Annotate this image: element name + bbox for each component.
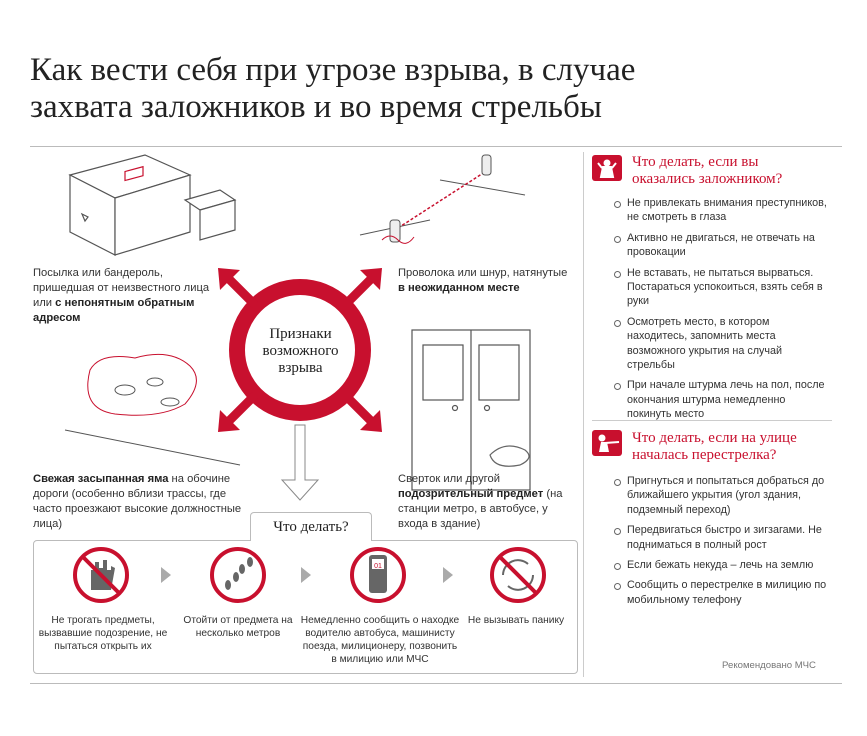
list-item: Не привлекать внимания преступников, не … xyxy=(612,196,830,225)
sign-package-plain-1: Сверток или другой xyxy=(398,473,500,485)
sign-wire-bold: в неожиданном месте xyxy=(398,282,520,294)
pit-illustration xyxy=(64,353,241,466)
list-item: Пригнуться и попытаться добраться до бли… xyxy=(612,474,830,517)
top-divider xyxy=(30,146,842,147)
hostage-heading-line-2: оказались заложником? xyxy=(632,171,783,187)
credit: Рекомендовано МЧС xyxy=(722,660,816,671)
list-item: Осмотреть место, в котором находитесь, з… xyxy=(612,315,830,373)
signs-illustration xyxy=(64,154,531,501)
no-panic-icon xyxy=(490,547,546,603)
sign-parcel-text: Посылка или бандероль, пришедшая от неиз… xyxy=(33,266,213,326)
wire-illustration xyxy=(359,154,526,244)
vertical-divider xyxy=(583,152,584,677)
no-touch-icon xyxy=(73,547,129,603)
todo-heading: Что делать? xyxy=(250,512,372,541)
step-arrow-icon xyxy=(443,567,453,583)
door-illustration xyxy=(411,329,531,491)
center-label: Признаки возможного взрыва xyxy=(248,326,353,377)
page-title: Как вести себя при угрозе взрыва, в случ… xyxy=(30,52,850,126)
todo-step-3: Немедленно сообщить о находке водителю а… xyxy=(300,615,460,665)
step-arrow-icon xyxy=(161,567,171,583)
phone-icon xyxy=(350,547,406,603)
shooter-icon xyxy=(592,430,622,456)
footsteps-icon xyxy=(210,547,266,603)
list-item: Передвигаться быстро и зигзагами. Не под… xyxy=(612,523,830,552)
list-item: Активно не двигаться, не отвечать на про… xyxy=(612,231,830,260)
todo-step-1: Не трогать предметы, вызвавшие подозрени… xyxy=(38,615,168,652)
bottom-divider xyxy=(30,683,842,684)
center-label-line-3: взрыва xyxy=(278,360,323,376)
center-label-line-2: возможного xyxy=(262,343,339,359)
sign-package-bold: подозрительный предмет xyxy=(398,488,544,500)
sign-wire-plain: Проволока или шнур, натянутые xyxy=(398,267,568,279)
sign-pit-text: Свежая засыпанная яма на обочине дороги … xyxy=(33,472,248,532)
list-item: Не вставать, не пытаться вырваться. Пост… xyxy=(612,266,830,309)
down-arrow-icon xyxy=(280,424,320,501)
shootout-list: Пригнуться и попытаться добраться до бли… xyxy=(612,474,830,613)
todo-step-4: Не вызывать панику xyxy=(467,615,565,626)
shootout-heading-line-1: Что делать, если на улице xyxy=(632,430,797,446)
sign-package-text: Сверток или другой подозрительный предме… xyxy=(398,472,573,532)
list-item: При начале штурма лечь на пол, после око… xyxy=(612,378,830,421)
hostage-heading-line-1: Что делать, если вы xyxy=(632,154,759,170)
hostage-list: Не привлекать внимания преступников, не … xyxy=(612,196,830,428)
sign-pit-plain: на обочине дороги (особенно вблизи трасс… xyxy=(33,473,242,530)
sign-pit-bold: Свежая засыпанная яма xyxy=(33,473,169,485)
sign-parcel-bold: с непонятным обратным адресом xyxy=(33,297,195,324)
todo-step-2: Отойти от предмета на несколько метров xyxy=(183,615,293,639)
todo-icons: 01 xyxy=(73,547,546,603)
shootout-heading: Что делать, если на улице началась перес… xyxy=(632,430,852,464)
warning-circle xyxy=(218,268,382,432)
phone-display: 01 xyxy=(374,563,382,570)
list-item: Сообщить о перестрелке в милицию по моби… xyxy=(612,578,830,607)
right-divider xyxy=(592,420,832,421)
center-label-line-1: Признаки xyxy=(269,326,332,342)
step-arrow-icon xyxy=(301,567,311,583)
list-item: Если бежать некуда – лечь на землю xyxy=(612,558,830,572)
title-line-2: захвата заложников и во время стрельбы xyxy=(30,89,602,125)
sign-package-plain-2: (на станции метро, в автобусе, у входа в… xyxy=(398,488,563,530)
sign-parcel-plain: Посылка или бандероль, пришедшая от неиз… xyxy=(33,267,210,309)
hostage-icon xyxy=(592,155,622,181)
hostage-heading: Что делать, если вы оказались заложником… xyxy=(632,154,852,188)
sign-wire-text: Проволока или шнур, натянутые в неожидан… xyxy=(398,266,568,296)
shootout-heading-line-2: началась перестрелка? xyxy=(632,447,777,463)
parcel-illustration xyxy=(68,154,237,256)
title-line-1: Как вести себя при угрозе взрыва, в случ… xyxy=(30,52,636,88)
